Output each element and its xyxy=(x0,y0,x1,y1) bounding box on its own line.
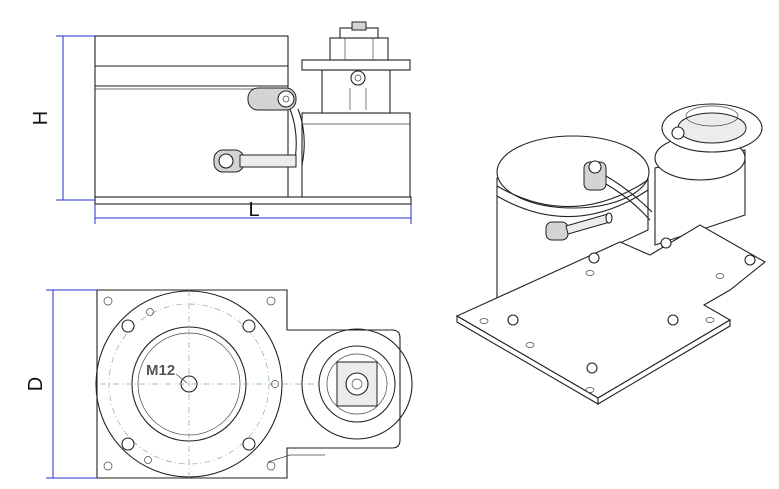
length-label: L xyxy=(248,199,259,221)
plate-screws xyxy=(479,237,756,393)
top-view: M12 xyxy=(95,289,413,479)
mounting-holes xyxy=(103,296,279,471)
height-label: H xyxy=(30,111,52,125)
depth-label: D xyxy=(25,377,47,391)
thread-callout: M12 xyxy=(146,362,175,379)
isometric-view xyxy=(455,103,766,405)
front-view xyxy=(94,21,412,205)
dimension-depth: D xyxy=(25,289,97,479)
dimension-length: L xyxy=(94,199,412,224)
dimension-height: H xyxy=(30,35,95,201)
